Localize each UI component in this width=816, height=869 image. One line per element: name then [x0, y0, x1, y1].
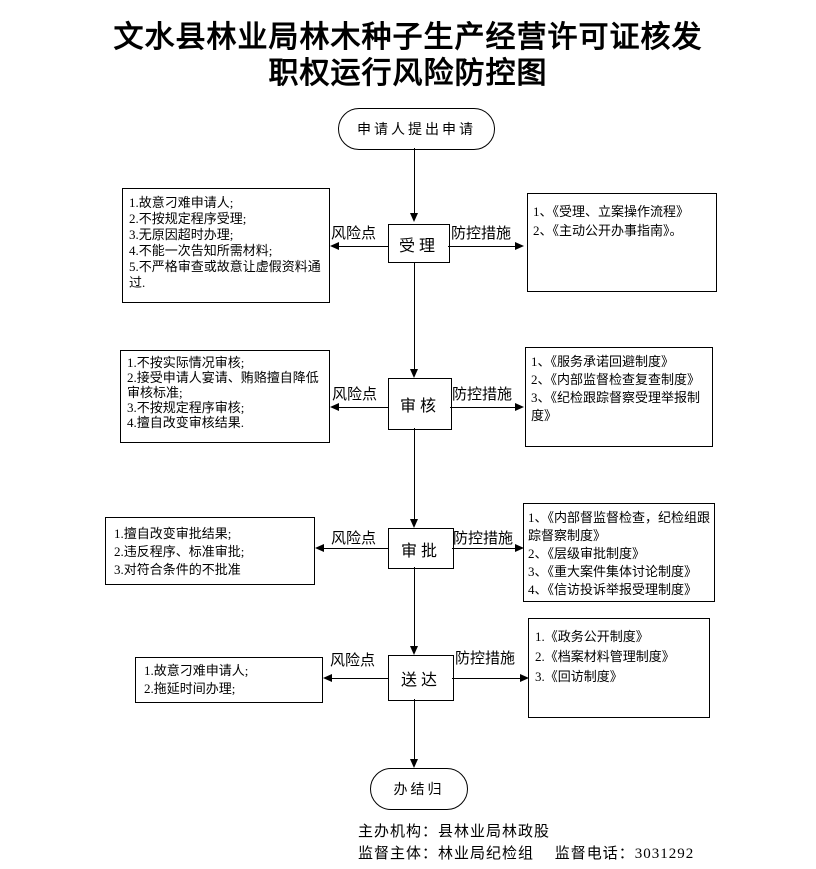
end-node: 办结归	[370, 768, 468, 810]
risk-box-deliver: 1.故意刁难申请人; 2.拖延时间办理;	[135, 657, 323, 703]
risk-item: 2.拖延时间办理;	[144, 681, 236, 696]
risk-item: 2.违反程序、标准审批;	[114, 544, 245, 559]
arrow-left-icon	[330, 403, 339, 411]
risk-label: 风险点	[332, 387, 378, 403]
start-node: 申请人提出申请	[338, 108, 495, 150]
flow-line	[452, 548, 515, 549]
arrow-left-icon	[323, 674, 332, 682]
arrow-down-icon	[410, 213, 418, 222]
measure-item: 4、《信访投诉举报受理制度》	[528, 582, 698, 597]
flow-line	[414, 699, 415, 759]
risk-item: 1.不按实际情况审核;	[127, 355, 245, 370]
flow-line	[450, 407, 515, 408]
measure-item: 2、《主动公开办事指南》。	[533, 223, 683, 238]
risk-item: 1.故意刁难申请人;	[144, 663, 249, 678]
risk-item: 1.擅自改变审批结果;	[114, 526, 232, 541]
risk-item: 3.无原因超时办理;	[129, 227, 234, 242]
page-title-line1: 文水县林业局林木种子生产经营许可证核发	[113, 21, 703, 54]
stage-box-deliver: 送达	[388, 655, 454, 701]
flow-line	[414, 428, 415, 519]
risk-item: 3.不按规定程序审核;	[127, 400, 245, 415]
risk-item: 2.接受申请人宴请、贿赂擅自降低审核标准;	[127, 370, 319, 400]
stage-box-accept: 受理	[388, 224, 450, 263]
risk-label: 风险点	[331, 531, 377, 547]
page-title-line2: 职权运行风险防控图	[268, 57, 548, 90]
measure-item: 2、《层级审批制度》	[528, 546, 646, 561]
page-title: 文水县林业局林木种子生产经营许可证核发 职权运行风险防控图	[0, 20, 816, 92]
arrow-left-icon	[315, 544, 324, 552]
measure-box-review: 1、《服务承诺回避制度》 2、《内部监督检查复查制度》 3、《纪检跟踪督察受理举…	[525, 347, 713, 447]
footer-organizer: 主办机构：县林业局林政股	[358, 824, 551, 840]
flow-line	[452, 678, 520, 679]
risk-item: 3.对符合条件的不批准	[114, 562, 241, 577]
footer-supervisor: 监督主体：林业局纪检组 监督电话：3031292	[358, 846, 695, 862]
risk-label: 风险点	[331, 226, 377, 242]
flow-line	[332, 678, 388, 679]
stage-box-approve: 审批	[388, 528, 454, 569]
control-label: 防控措施	[455, 651, 516, 667]
flow-line	[448, 246, 515, 247]
risk-label: 风险点	[330, 653, 376, 669]
arrow-right-icon	[515, 242, 524, 250]
arrow-right-icon	[520, 674, 529, 682]
arrow-down-icon	[410, 519, 418, 528]
arrow-right-icon	[515, 544, 524, 552]
measure-item: 3、《重大案件集体讨论制度》	[528, 564, 698, 579]
risk-item: 5.不严格审查或故意让虚假资料通过.	[129, 259, 321, 290]
stage-box-review: 审核	[388, 378, 452, 430]
measure-box-approve: 1、《内部督监督检查，纪检组跟踪督察制度》 2、《层级审批制度》 3、《重大案件…	[523, 503, 715, 602]
arrow-right-icon	[515, 403, 524, 411]
measure-box-accept: 1、《受理、立案操作流程》 2、《主动公开办事指南》。	[527, 193, 717, 292]
flow-line	[339, 407, 388, 408]
risk-box-accept: 1.故意刁难申请人; 2.不按规定程序受理; 3.无原因超时办理; 4.不能一次…	[122, 188, 330, 303]
arrow-down-icon	[410, 759, 418, 768]
measure-item: 1、《内部督监督检查，纪检组跟踪督察制度》	[528, 510, 711, 543]
flow-line	[414, 148, 415, 214]
risk-item: 4.不能一次告知所需材料;	[129, 243, 273, 258]
measure-item: 1.《政务公开制度》	[535, 629, 649, 644]
flow-line	[414, 567, 415, 646]
measure-item: 1、《受理、立案操作流程》	[533, 204, 690, 219]
measure-item: 2.《档案材料管理制度》	[535, 649, 675, 664]
measure-box-deliver: 1.《政务公开制度》 2.《档案材料管理制度》 3.《回访制度》	[528, 618, 710, 718]
measure-item: 3、《纪检跟踪督察受理举报制度》	[531, 390, 701, 423]
arrow-left-icon	[330, 242, 339, 250]
risk-item: 1.故意刁难申请人;	[129, 195, 234, 210]
risk-box-review: 1.不按实际情况审核; 2.接受申请人宴请、贿赂擅自降低审核标准; 3.不按规定…	[120, 350, 330, 443]
control-label: 防控措施	[453, 531, 514, 547]
flow-line	[414, 262, 415, 369]
flow-line	[339, 246, 388, 247]
flow-line	[324, 548, 388, 549]
measure-item: 2、《内部监督检查复查制度》	[531, 372, 701, 387]
risk-item: 4.擅自改变审核结果.	[127, 415, 245, 430]
control-label: 防控措施	[451, 226, 512, 242]
control-label: 防控措施	[452, 387, 513, 403]
arrow-down-icon	[410, 646, 418, 655]
arrow-down-icon	[410, 369, 418, 378]
measure-item: 3.《回访制度》	[535, 669, 623, 684]
risk-box-approve: 1.擅自改变审批结果; 2.违反程序、标准审批; 3.对符合条件的不批准	[105, 517, 315, 585]
risk-item: 2.不按规定程序受理;	[129, 211, 247, 226]
measure-item: 1、《服务承诺回避制度》	[531, 354, 675, 369]
